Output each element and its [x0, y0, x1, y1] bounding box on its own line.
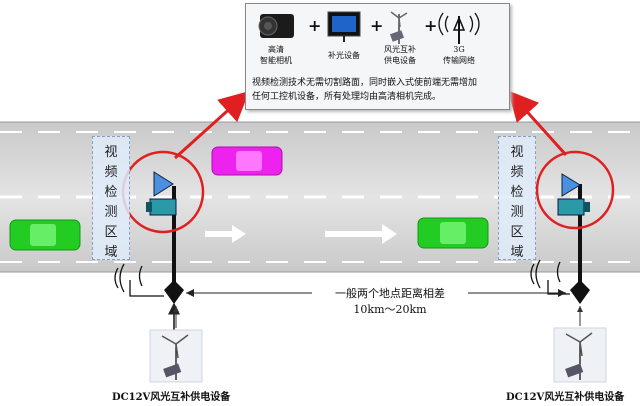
right-fill-light-icon	[561, 173, 581, 197]
left-fill-light-icon	[153, 171, 174, 197]
description-line-1: 视频检测技术无需切割路面，同时嵌入式使前端无需增加	[252, 78, 478, 88]
camera-icon	[258, 14, 294, 38]
plus-operator-3: +	[424, 16, 438, 35]
left-pole-base	[164, 280, 184, 304]
distance-line2: 10km～20km	[353, 303, 427, 316]
wind-solar-label: 风光互补 供电设备	[384, 45, 416, 65]
fill-light-label: 补光设备	[328, 51, 360, 60]
fill-light-icon	[327, 11, 361, 42]
left-camera-icon	[149, 198, 177, 216]
right-wind-solar-device	[553, 327, 607, 383]
right-signal-icon	[530, 259, 541, 289]
right-zone-label: 视频检测区域	[510, 145, 524, 260]
right-red-arrow	[507, 90, 568, 157]
signal-3g-icon	[438, 12, 480, 44]
left-wind-solar-device	[149, 329, 203, 383]
right-device-label: DC12V风光互补供电设备	[506, 392, 625, 403]
plus-operator-2: +	[370, 16, 384, 35]
wind-solar-icon	[389, 11, 408, 44]
right-camera-pole	[530, 173, 590, 304]
right-detection-zone: 视频检测区域	[498, 136, 536, 260]
left-camera-pole	[114, 171, 184, 330]
equipment-icons	[258, 11, 480, 44]
left-red-arrow	[173, 90, 250, 160]
distance-line1: 一般两个地点距离相差	[335, 287, 445, 300]
description-line-2: 任何工控机设备，所有处理均由高清相机完成。	[252, 92, 442, 102]
left-signal-icon	[114, 263, 125, 293]
network-label: 3G 传输网络	[443, 45, 475, 65]
left-detection-zone: 视频检测区域	[92, 136, 130, 260]
right-pole-base	[570, 280, 590, 304]
car-green-left	[9, 219, 81, 251]
right-camera-icon	[557, 198, 585, 216]
camera-label: 高清 智能相机	[260, 45, 292, 65]
car-green-right	[417, 217, 489, 249]
car-magenta	[211, 146, 283, 176]
plus-operator-1: +	[308, 16, 322, 35]
left-device-label: DC12V风光互补供电设备	[112, 392, 231, 403]
left-zone-label: 视频检测区域	[104, 145, 118, 260]
equipment-info-box: + + + 高清 智能相机 补光设备 风光互补 供电设备 3G 传输网络 视频检…	[245, 3, 510, 110]
traffic-arrow-1	[205, 225, 246, 243]
traffic-arrow-2	[325, 224, 397, 244]
right-detection-circle	[535, 150, 615, 230]
